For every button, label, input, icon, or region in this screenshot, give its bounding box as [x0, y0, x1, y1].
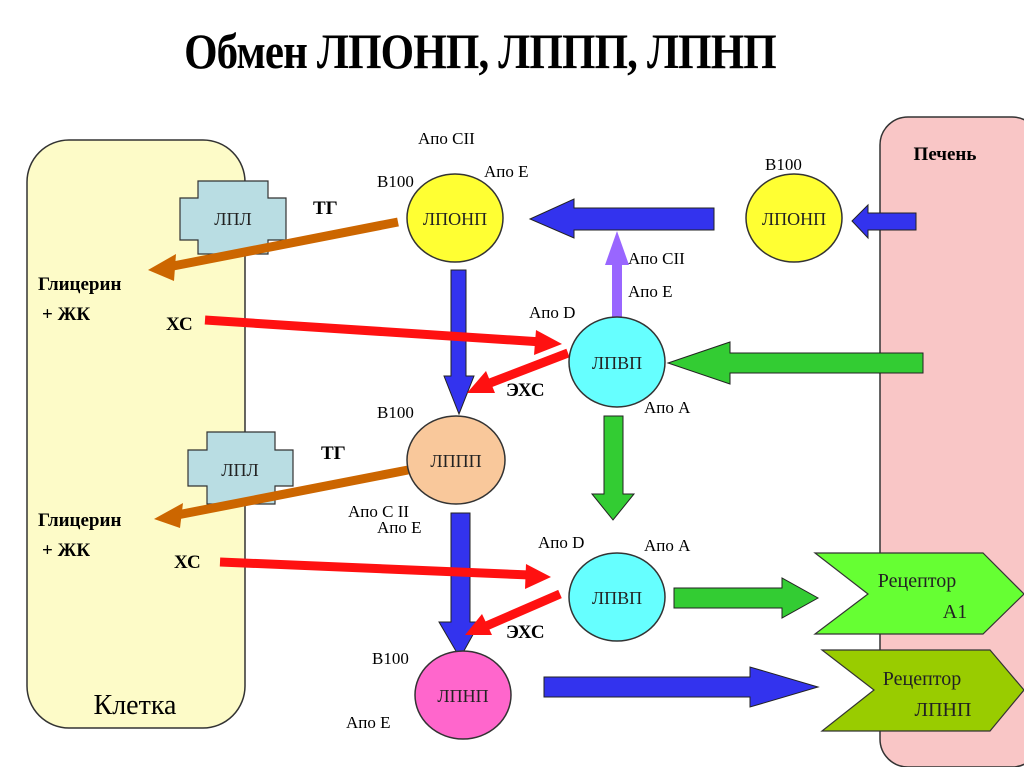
b100-idl-label: В100 — [377, 403, 414, 422]
apo-cii-idl-label: Апо С II — [348, 502, 409, 521]
glycerin-bottom-label: Глицерин — [38, 510, 121, 531]
b100-ldl-label: В100 — [372, 649, 409, 668]
receptor-ldl — [820, 649, 1024, 732]
apo-e-ldl-label: Апо Е — [346, 713, 391, 732]
arrow-tg-top-head — [148, 254, 176, 281]
hdl-top-particle — [568, 316, 666, 408]
ldl-particle — [414, 650, 512, 740]
lpl-enzyme-top — [179, 180, 287, 255]
arrow-vldl-liver-to-vldl — [528, 198, 715, 239]
vldl-label: ЛПОНП — [423, 209, 487, 229]
lpl-label-top: ЛПЛ — [214, 209, 251, 229]
arrow-liver-to-vldl — [851, 203, 917, 240]
tg-bottom-label: ТГ — [321, 443, 346, 464]
arrow-hdl-to-receptor-a1 — [673, 577, 820, 619]
arrow-exs-bottom — [482, 589, 562, 632]
arrow-xc-top — [204, 315, 543, 347]
receptor-a1-line1: Рецептор — [878, 570, 957, 592]
arrow-tg-bottom — [171, 465, 409, 521]
apo-cii-mid-label: Апо СII — [628, 249, 685, 268]
apo-d-top-label: Апо D — [529, 303, 575, 322]
ldl-label: ЛПНП — [437, 686, 488, 706]
arrow-exs-bottom-head — [465, 614, 492, 635]
xc-bottom-label: ХС — [174, 552, 201, 573]
vldl-liver-label: ЛПОНП — [762, 209, 826, 229]
cell-label: Клетка — [94, 690, 177, 721]
receptor-ldl-line1: Рецептор — [883, 668, 962, 690]
lpl-enzyme-bottom — [187, 431, 294, 505]
liver-label: Печень — [914, 144, 977, 165]
arrow-ldl-to-receptor — [543, 666, 820, 708]
apo-a-bottom-label: Апо А — [644, 536, 691, 555]
exs-top-label: ЭХС — [506, 380, 545, 401]
arrow-tg-top — [167, 217, 399, 272]
idl-label: ЛППП — [430, 451, 481, 471]
arrow-hdl-apo-transfer — [605, 231, 629, 318]
apo-a-top-label: Апо А — [644, 398, 691, 417]
hdl-bottom-particle — [568, 552, 666, 642]
apo-cii-top-label: Апо СII — [418, 129, 475, 148]
arrow-xc-bottom-head — [525, 564, 551, 589]
apo-e-idl-label: Апо Е — [377, 518, 422, 537]
arrow-liver-to-hdl — [666, 341, 924, 385]
receptor-a1 — [813, 552, 1024, 635]
idl-particle — [406, 415, 506, 505]
arrow-xc-top-head — [534, 330, 562, 355]
lpl-label-bottom: ЛПЛ — [221, 460, 258, 480]
arrow-exs-top — [488, 348, 570, 388]
receptor-a1-line2: А1 — [943, 601, 967, 623]
arrow-exs-top-head — [467, 371, 495, 393]
hdl-top-label: ЛПВП — [592, 353, 642, 373]
vldl-particle — [406, 173, 504, 263]
arrow-vldl-to-idl — [443, 269, 475, 416]
apo-d-bottom-label: Апо D — [538, 533, 584, 552]
apo-e-top-label: Апо Е — [484, 162, 529, 181]
fa-top-label: + ЖК — [42, 304, 90, 325]
xc-top-label: ХС — [166, 314, 193, 335]
arrow-tg-bottom-head — [154, 503, 183, 528]
b100-liver-label: В100 — [765, 155, 802, 174]
glycerin-top-label: Глицерин — [38, 274, 121, 295]
hdl-bottom-label: ЛПВП — [592, 588, 642, 608]
arrow-xc-bottom — [219, 557, 531, 580]
vldl-liver-particle — [745, 173, 843, 263]
apo-e-mid-label: Апо Е — [628, 282, 673, 301]
fa-bottom-label: + ЖК — [42, 540, 90, 561]
arrow-hdl-to-hdl — [590, 415, 636, 521]
exs-bottom-label: ЭХС — [506, 622, 545, 643]
tg-top-label: ТГ — [313, 198, 338, 219]
arrow-idl-to-ldl — [438, 512, 481, 660]
receptor-ldl-line2: ЛПНП — [915, 699, 972, 721]
slide-title: Обмен ЛПОНП, ЛППП, ЛПНП — [184, 23, 777, 79]
b100-vldl-label: В100 — [377, 172, 414, 191]
